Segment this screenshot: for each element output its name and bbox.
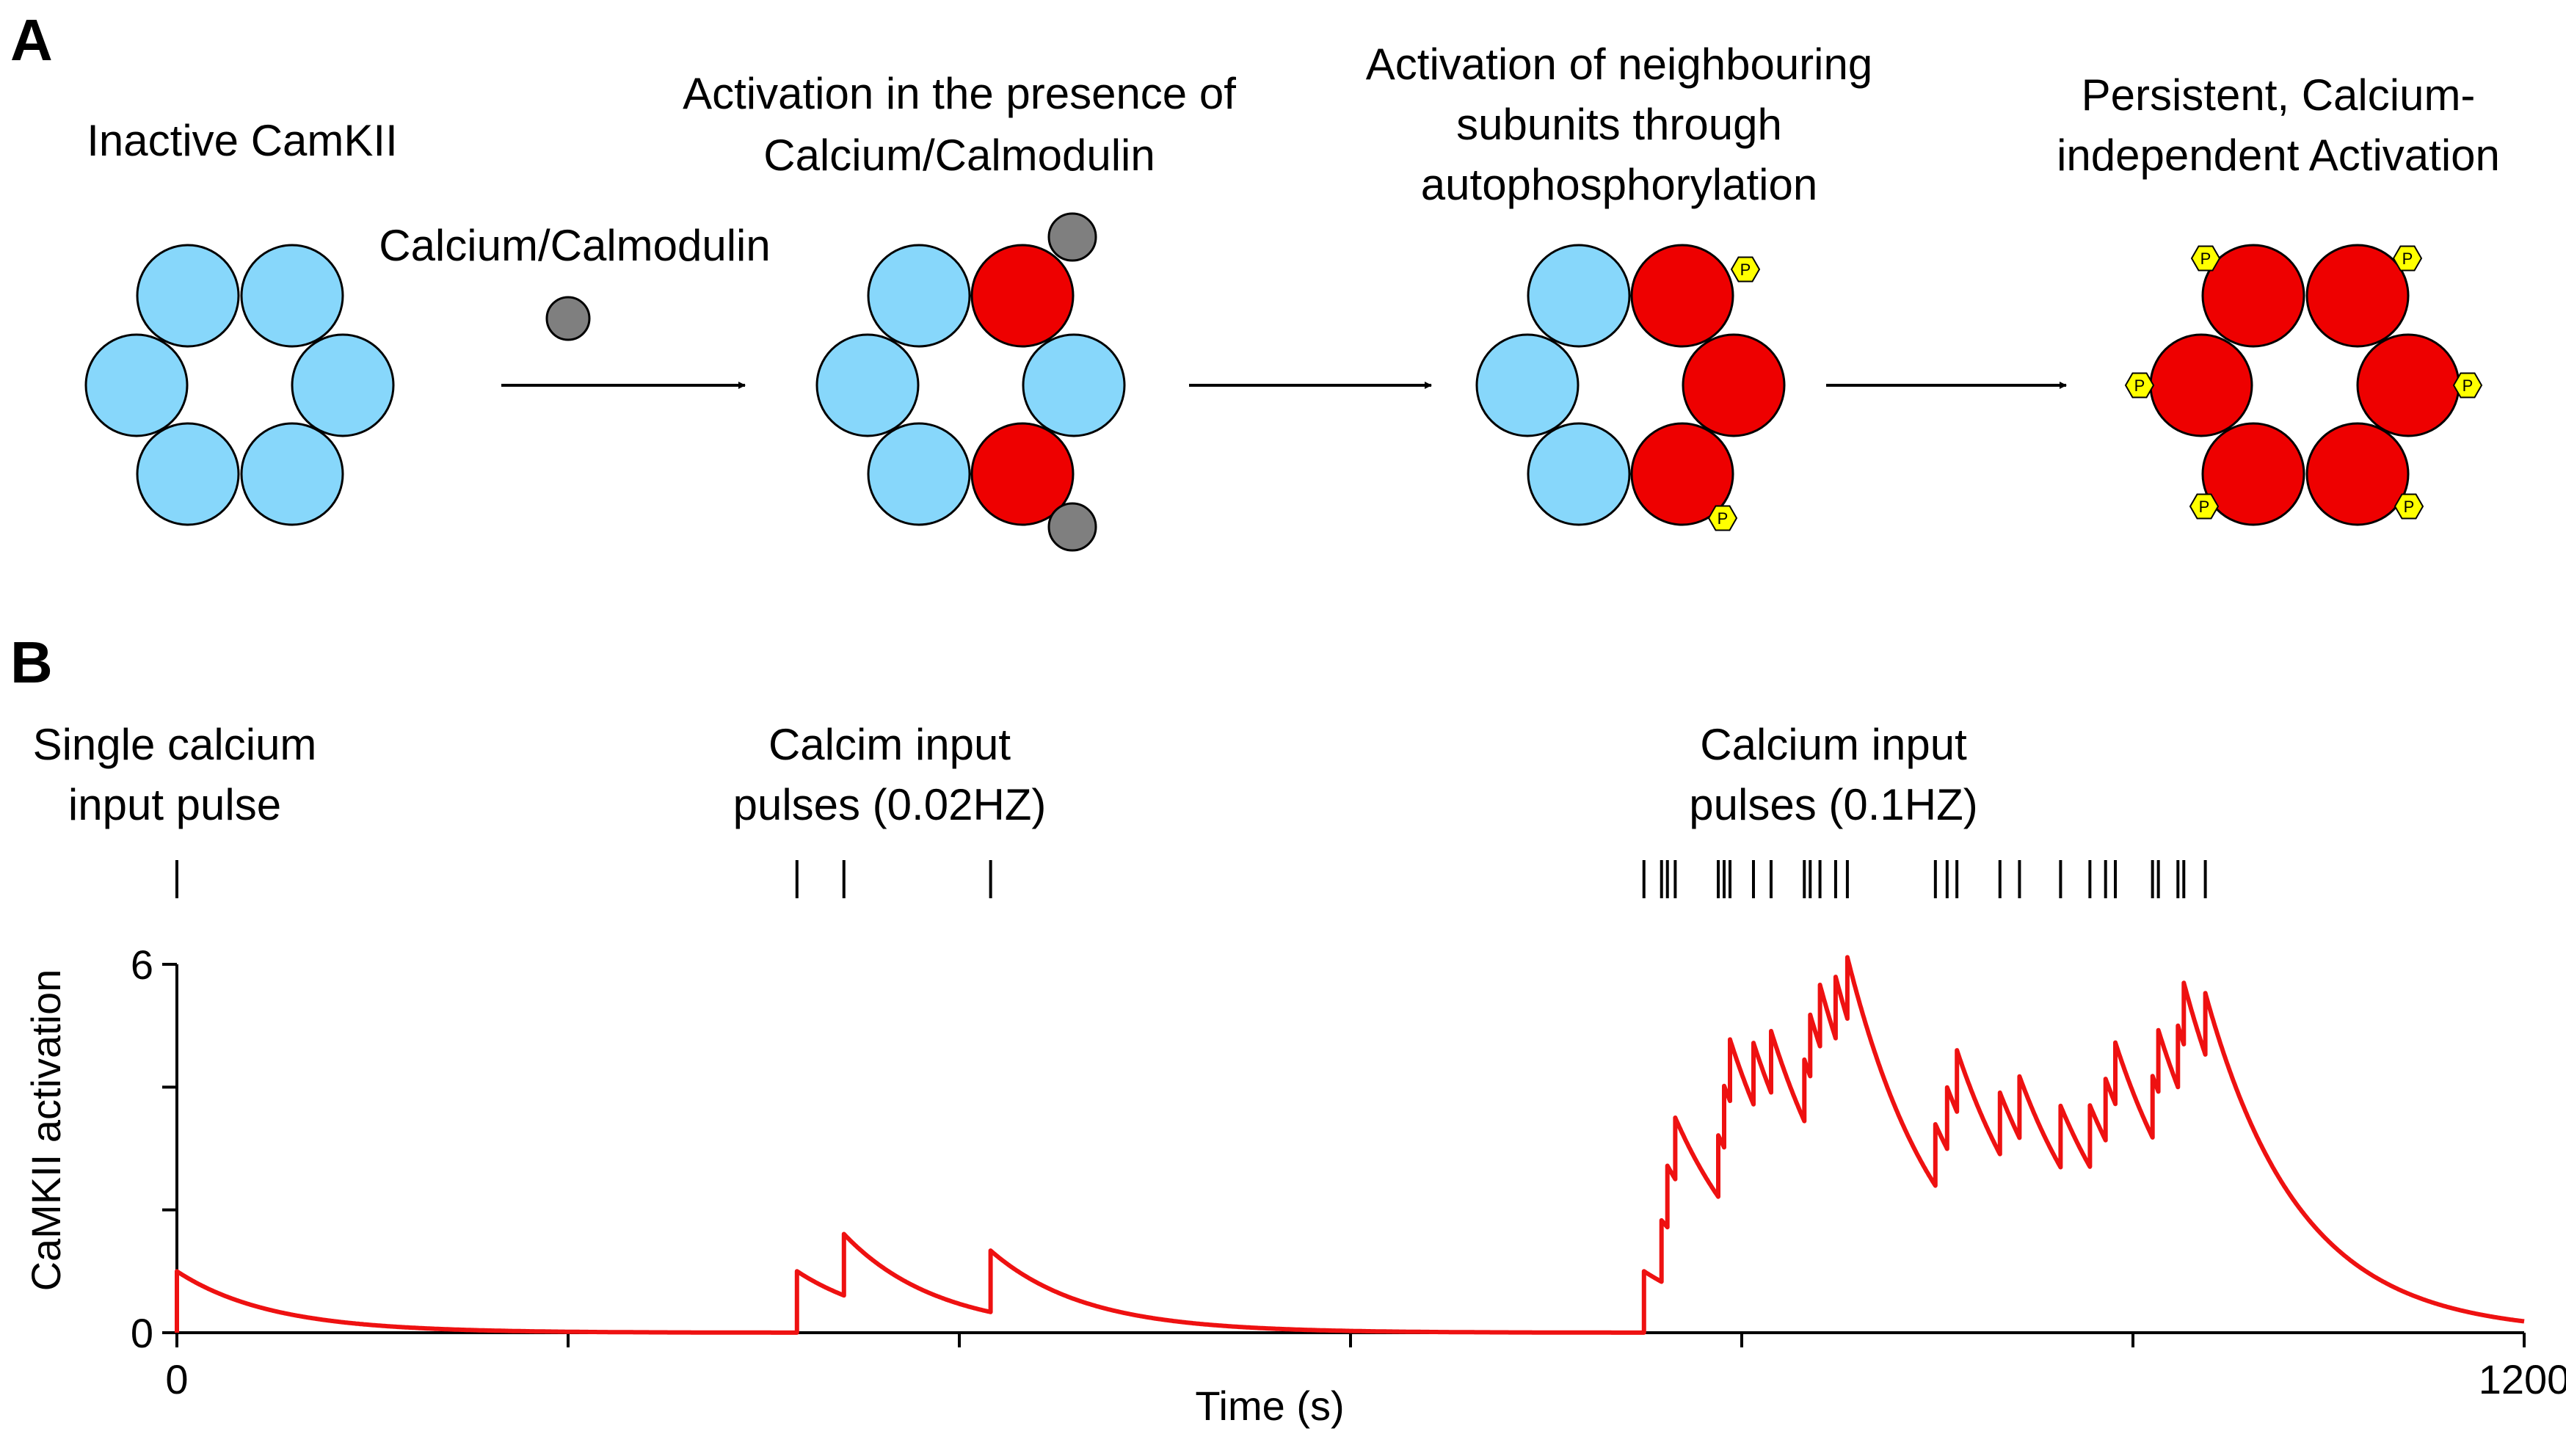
phospho-group-stage3: P P <box>1707 256 1761 531</box>
calmodulin-ball <box>545 296 591 341</box>
subunit-inactive <box>240 244 344 348</box>
pulse-raster <box>175 860 2207 898</box>
calmodulin-ball <box>1047 502 1097 552</box>
stage-1-title: Inactive CamKII <box>87 116 398 165</box>
phospho-marker: P <box>2394 493 2424 520</box>
subunit-inactive <box>1527 244 1631 348</box>
pulse-group-title-line: input pulse <box>68 780 281 829</box>
stage-3-title: Activation of neighbouring subunits thro… <box>1366 40 1872 209</box>
stage-4-title: Persistent, Calcium- independent Activat… <box>2057 70 2500 180</box>
phospho-label: P <box>1718 509 1729 528</box>
phospho-label: P <box>2463 376 2474 395</box>
subunit-active <box>970 422 1075 526</box>
subunit-active <box>2149 333 2253 437</box>
calmodulin-bound-ring <box>815 212 1126 552</box>
panel-b-label: B <box>10 630 53 695</box>
pulse-group-3-title: Calcium input pulses (0.1HZ) <box>1689 720 1977 829</box>
chart-axes: 0 1200 0 6 <box>131 942 2566 1402</box>
subunit-active <box>2201 422 2305 526</box>
stage-3-title-line: subunits through <box>1456 100 1782 149</box>
pulse-group-title-line: pulses (0.02HZ) <box>733 780 1047 829</box>
subunit-inactive <box>1022 333 1126 437</box>
subunit-active <box>1630 422 1734 526</box>
phospho-label: P <box>2200 250 2211 268</box>
subunit-active <box>2305 244 2410 348</box>
phospho-marker: P <box>1707 505 1738 531</box>
stage-2-title-line: Activation in the presence of <box>683 69 1236 118</box>
y-tick-label: 0 <box>131 1310 153 1356</box>
subunit-inactive <box>136 244 240 348</box>
subunit-inactive <box>867 422 971 526</box>
phospho-marker: P <box>1730 256 1761 283</box>
phospho-marker: P <box>2452 372 2483 398</box>
stage-2-title: Activation in the presence of Calcium/Ca… <box>683 69 1236 180</box>
subunit-inactive <box>291 333 395 437</box>
stage-3-title-line: autophosphorylation <box>1421 160 1817 209</box>
pulse-group-title-line: Calcium input <box>1700 720 1967 769</box>
x-tick-label: 1200 <box>2479 1356 2566 1402</box>
subunit-inactive <box>1527 422 1631 526</box>
subunit-active <box>970 244 1075 348</box>
phospho-marker: P <box>2124 372 2155 398</box>
phospho-label: P <box>2402 250 2413 268</box>
phospho-marker: P <box>2190 245 2221 272</box>
pulse-group-title-line: Single calcium <box>33 720 317 769</box>
stage-2-title-line: Calcium/Calmodulin <box>763 131 1155 180</box>
phospho-marker: P <box>2392 245 2423 272</box>
pulse-group-title-line: Calcim input <box>768 720 1011 769</box>
subunit-inactive <box>84 333 189 437</box>
phospho-label: P <box>2404 498 2415 516</box>
subunit-active <box>2305 422 2410 526</box>
stage-3-title-line: Activation of neighbouring <box>1366 40 1872 89</box>
pulse-group-2-title: Calcim input pulses (0.02HZ) <box>733 720 1047 829</box>
persistent-active-ring <box>2149 244 2460 526</box>
calmodulin-label: Calcium/Calmodulin <box>379 221 771 270</box>
phospho-group-stage4: P P P P P P <box>2124 245 2483 520</box>
subunit-inactive <box>240 422 344 526</box>
phospho-label: P <box>2199 498 2210 516</box>
subunit-active <box>1682 333 1786 437</box>
pulse-group-1-title: Single calcium input pulse <box>33 720 317 829</box>
panel-a-label: A <box>10 7 53 73</box>
calmodulin-ball <box>1047 212 1097 262</box>
x-tick-label: 0 <box>165 1356 188 1402</box>
pulse-group-title-line: pulses (0.1HZ) <box>1689 780 1977 829</box>
series-line <box>175 955 2526 1335</box>
subunit-active <box>2201 244 2305 348</box>
phospho-label: P <box>1740 261 1751 279</box>
phospho-marker: P <box>2189 493 2220 520</box>
phospho-label: P <box>2134 376 2145 395</box>
y-axis-label: CaMKII activation <box>23 969 69 1292</box>
subunit-inactive <box>136 422 240 526</box>
subunit-active <box>1630 244 1734 348</box>
camkii-activation-chart: 0 1200 0 6 Time (s) CaMKII activation <box>23 942 2566 1429</box>
stage-4-title-line: Persistent, Calcium- <box>2082 70 2476 120</box>
stage-4-title-line: independent Activation <box>2057 131 2500 180</box>
subunit-active <box>2356 333 2460 437</box>
autophosphorylation-ring <box>1475 244 1786 526</box>
inactive-camkii-ring <box>84 244 395 526</box>
subunit-inactive <box>1475 333 1580 437</box>
subunit-inactive <box>815 333 920 437</box>
x-axis-label: Time (s) <box>1195 1383 1344 1429</box>
y-tick-label: 6 <box>131 942 153 988</box>
subunit-inactive <box>867 244 971 348</box>
stage-1-title-line: Inactive CamKII <box>87 116 398 165</box>
